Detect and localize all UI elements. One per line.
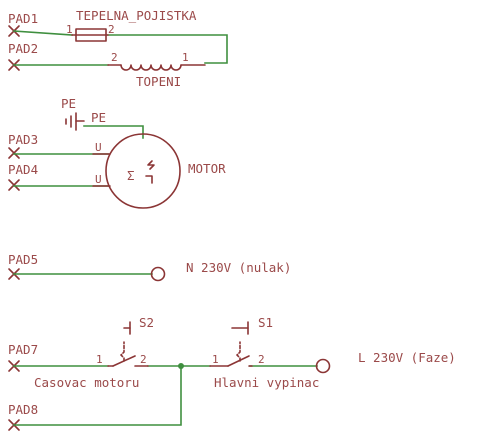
heater-name: TOPENI xyxy=(136,74,181,89)
heater-coil[interactable] xyxy=(107,64,206,71)
motor-pin-u2: U xyxy=(95,173,102,186)
junction-dot xyxy=(178,363,184,369)
fuse-pin1: 1 xyxy=(66,23,73,36)
motor-symbol[interactable] xyxy=(92,133,181,209)
wire-pe-motor[interactable] xyxy=(83,125,144,139)
heater-pin2: 2 xyxy=(111,51,118,64)
pad4-label: PAD4 xyxy=(8,162,38,177)
motor-name: MOTOR xyxy=(188,161,226,176)
motor-sigma-icon: Σ xyxy=(127,168,135,183)
switch-s1-name: Hlavni vypinac xyxy=(214,375,319,390)
switch-s2-pin2: 2 xyxy=(140,353,147,366)
switch-s1[interactable] xyxy=(209,321,253,367)
ground-label: PE xyxy=(61,96,76,111)
switch-s2-ref: S2 xyxy=(139,315,154,330)
pad5-label: PAD5 xyxy=(8,252,38,267)
pad7-label: PAD7 xyxy=(8,342,38,357)
switch-s2[interactable] xyxy=(107,321,149,367)
pad4-marker[interactable] xyxy=(8,179,20,191)
neutral-terminal[interactable] xyxy=(150,266,166,282)
ground-net-label: PE xyxy=(91,110,106,125)
ground-icon xyxy=(65,112,85,131)
heater-pin1: 1 xyxy=(182,51,189,64)
wire-pad8-junction[interactable] xyxy=(13,365,182,426)
fuse-name: TEPELNA_POJISTKA xyxy=(76,8,197,23)
pad1-label: PAD1 xyxy=(8,11,38,26)
switch-s1-pin2: 2 xyxy=(258,353,265,366)
switch-s1-pin1: 1 xyxy=(212,353,219,366)
motor-pin-u1: U xyxy=(95,141,102,154)
fuse-pin2: 2 xyxy=(108,23,115,36)
phase-label: L 230V (Faze) xyxy=(358,350,456,365)
wire-fuse-loop[interactable] xyxy=(107,34,228,64)
pad3-marker[interactable] xyxy=(8,147,20,159)
fuse-symbol[interactable] xyxy=(71,28,109,42)
neutral-label: N 230V (nulak) xyxy=(186,260,291,275)
phase-terminal[interactable] xyxy=(315,358,331,374)
pad2-label: PAD2 xyxy=(8,41,38,56)
wire-pad1-fuse[interactable] xyxy=(13,30,73,36)
switch-s2-pin1: 1 xyxy=(96,353,103,366)
switch-s1-ref: S1 xyxy=(258,315,273,330)
switch-s2-name: Casovac motoru xyxy=(34,375,139,390)
pad8-label: PAD8 xyxy=(8,402,38,417)
pad3-label: PAD3 xyxy=(8,132,38,147)
